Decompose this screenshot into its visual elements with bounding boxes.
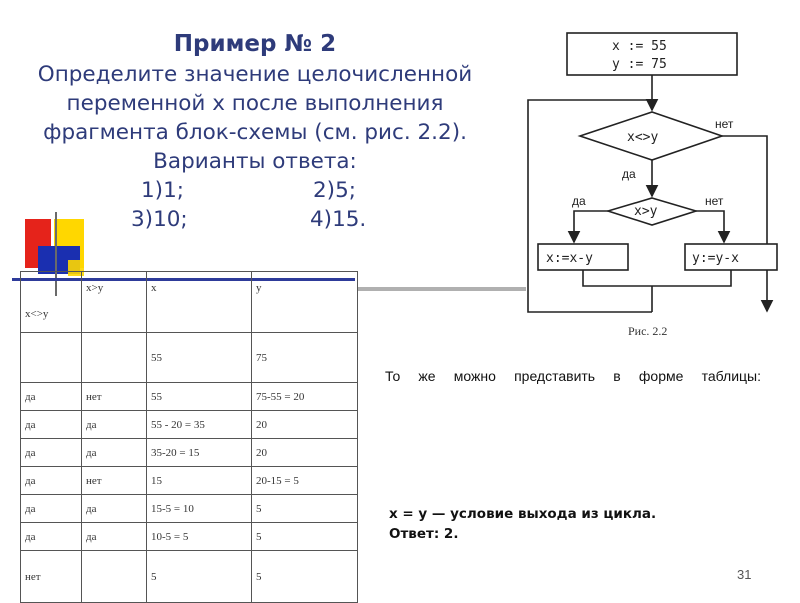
- table-cell: 5: [251, 494, 358, 523]
- table-cell: да: [81, 410, 147, 439]
- table-cell: 5: [251, 522, 358, 551]
- table-cell: да: [20, 410, 82, 439]
- table-cell: да: [20, 382, 82, 411]
- table-row: 55 75: [20, 332, 358, 383]
- table-cell: 55: [146, 382, 252, 411]
- header-cell-x: x: [146, 271, 252, 333]
- task-line-2: переменной x после выполнения: [66, 91, 444, 116]
- header-cell-gt: x>y: [81, 271, 147, 333]
- table-cell: нет: [20, 550, 82, 603]
- task-line-3: фрагмента блок-схемы (см. рис. 2.2).: [43, 120, 467, 145]
- table-cell: да: [81, 494, 147, 523]
- task-line-1: Определите значение целочисленной: [37, 62, 473, 87]
- table-row: да да 35-20 = 15 20: [20, 438, 358, 467]
- table-cell: 15-5 = 10: [146, 494, 252, 523]
- table-cell: 10-5 = 5: [146, 522, 252, 551]
- table-cell: [20, 332, 82, 383]
- conclusion-block: x = y — условие выхода из цикла. Ответ: …: [389, 504, 656, 544]
- decision-gt-label: x>y: [634, 204, 658, 219]
- deco-divider-line: [55, 212, 57, 296]
- action-y-minus-x: [684, 243, 778, 271]
- table-cell: да: [81, 522, 147, 551]
- trace-table: x<>y x>y x y 55 75 да нет 55 75-55 = 20 …: [20, 271, 358, 603]
- slide-title-block: Пример № 2 Определите значение целочисле…: [5, 28, 505, 234]
- label-yes-2: да: [572, 194, 586, 208]
- label-no-2: нет: [705, 194, 724, 208]
- init-line-y: y := 75: [612, 57, 667, 72]
- table-row: нет 5 5: [20, 550, 358, 603]
- answers-row-2: 3)10; 4)15.: [5, 205, 505, 234]
- header-cell-ne: x<>y: [20, 271, 82, 333]
- table-row: да нет 15 20-15 = 5: [20, 466, 358, 495]
- table-cell: 20: [251, 410, 358, 439]
- flowchart-diagram: x := 55 y := 75 x<>y x>y x:=x-y y:=y-x н…: [527, 32, 778, 313]
- divider-rule-grey: [358, 287, 526, 291]
- figure-caption: Рис. 2.2: [628, 324, 668, 338]
- table-row: да да 55 - 20 = 35 20: [20, 410, 358, 439]
- action-x-minus-y: [537, 243, 629, 271]
- table-cell: 55 - 20 = 35: [146, 410, 252, 439]
- table-cell: [81, 332, 147, 383]
- decision-gt: [605, 197, 699, 226]
- answer-option-2: 2)5;: [313, 178, 356, 203]
- label-yes-1: да: [622, 167, 636, 181]
- page-number: 31: [737, 567, 752, 582]
- action-left-label: x:=x-y: [546, 251, 593, 266]
- table-cell: 15: [146, 466, 252, 495]
- answer-option-4: 4)15.: [310, 207, 367, 232]
- conclusion-condition: x = y — условие выхода из цикла.: [389, 506, 657, 522]
- decision-ne-label: x<>y: [627, 130, 658, 145]
- slide-heading: Пример № 2: [173, 31, 337, 57]
- answer-option-3: 3)10;: [131, 207, 188, 232]
- table-cell: да: [20, 466, 82, 495]
- table-cell: нет: [81, 382, 147, 411]
- table-row: да нет 55 75-55 = 20: [20, 382, 358, 411]
- table-cell: нет: [81, 466, 147, 495]
- header-cell-y: y: [251, 271, 358, 333]
- table-intro-note: То же можно представить в форме таблицы:: [385, 368, 761, 384]
- label-no-1: нет: [715, 117, 734, 131]
- task-line-4: Варианты ответа:: [153, 149, 357, 174]
- table-row: да да 10-5 = 5 5: [20, 522, 358, 551]
- table-cell: да: [20, 438, 82, 467]
- answers-row-1: 1)1; 2)5;: [5, 176, 505, 205]
- table-header-row: x<>y x>y x y: [20, 271, 358, 333]
- table-cell: 35-20 = 15: [146, 438, 252, 467]
- table-cell: 75-55 = 20: [251, 382, 358, 411]
- table-cell: 20-15 = 5: [251, 466, 358, 495]
- table-cell: 20: [251, 438, 358, 467]
- table-cell: да: [20, 494, 82, 523]
- table-cell: 75: [251, 332, 358, 383]
- init-line-x: x := 55: [612, 39, 667, 54]
- table-cell: 5: [146, 550, 252, 603]
- answer-option-1: 1)1;: [141, 178, 184, 203]
- action-right-label: y:=y-x: [692, 251, 739, 266]
- table-cell: 55: [146, 332, 252, 383]
- table-cell: 5: [251, 550, 358, 603]
- table-cell: да: [81, 438, 147, 467]
- table-row: да да 15-5 = 10 5: [20, 494, 358, 523]
- table-cell: [81, 550, 147, 603]
- table-cell: да: [20, 522, 82, 551]
- conclusion-answer: Ответ: 2.: [389, 526, 459, 542]
